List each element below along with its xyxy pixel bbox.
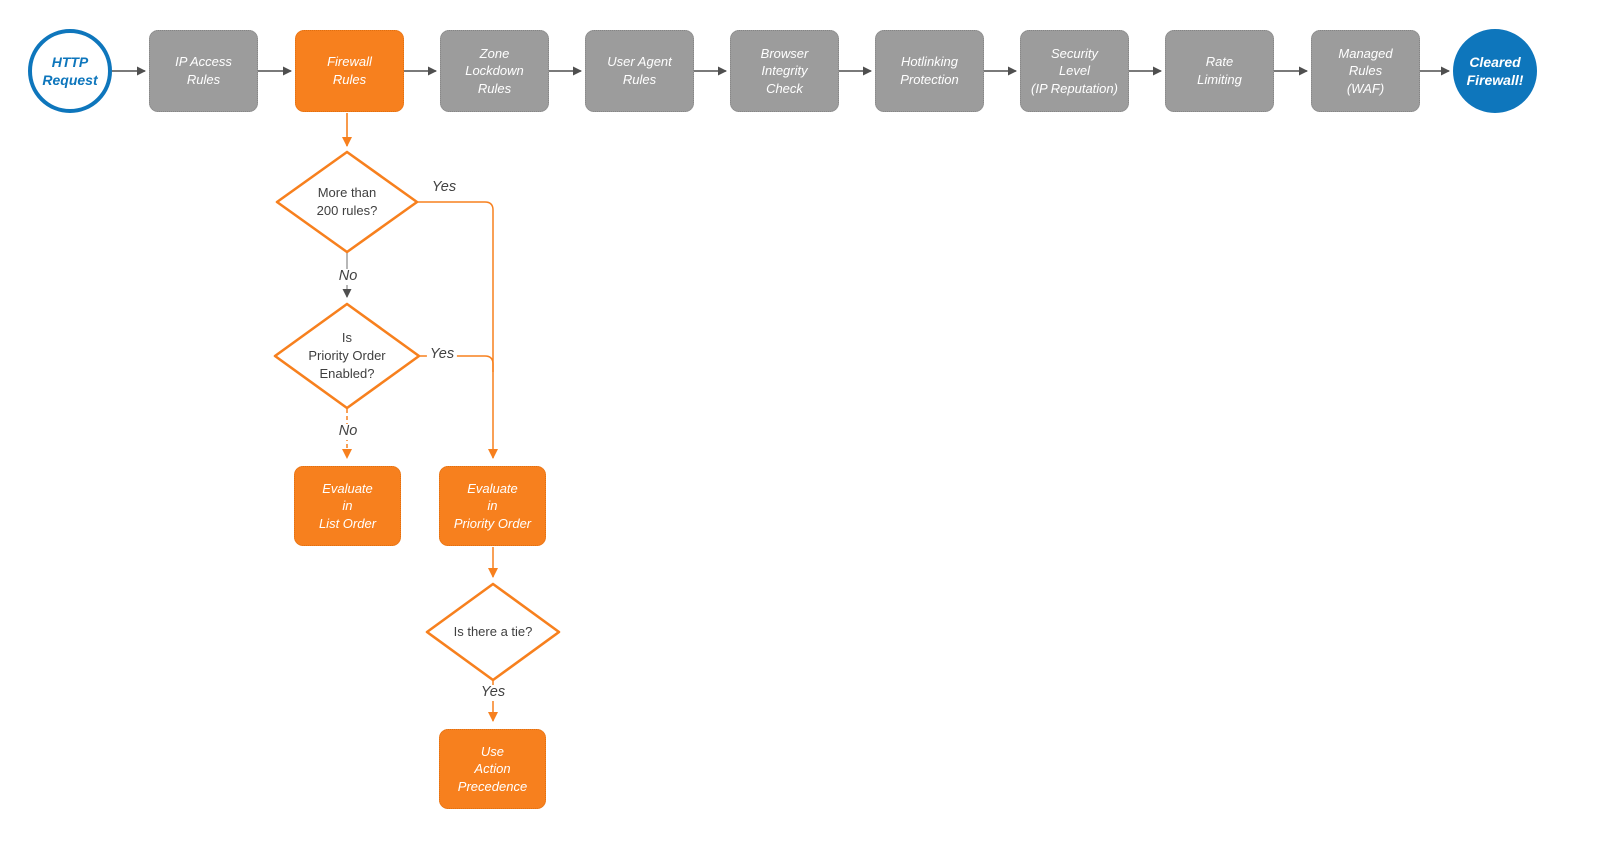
stage-managed-rules-waf: Managed Rules (WAF) (1311, 30, 1420, 112)
action-label: Evaluate in List Order (318, 480, 377, 531)
action-evaluate-list-order: Evaluate in List Order (294, 466, 401, 546)
stage-label: Firewall Rules (327, 54, 372, 87)
stage-label: User Agent Rules (607, 54, 672, 87)
stage-label: Zone Lockdown Rules (465, 45, 524, 96)
action-use-action-precedence: Use Action Precedence (439, 729, 546, 809)
stage-label: IP Access Rules (175, 54, 232, 87)
stage-rate-limiting: Rate Limiting (1165, 30, 1274, 112)
stage-browser-integrity-check: Browser Integrity Check (730, 30, 839, 112)
action-label: Use Action Precedence (457, 743, 528, 794)
decision-tie-shape (425, 582, 561, 682)
stage-label: Managed Rules (WAF) (1338, 45, 1393, 96)
stage-zone-lockdown-rules: Zone Lockdown Rules (440, 30, 549, 112)
decision-more-than-200-label: More than 200 rules? (316, 184, 378, 218)
start-node-label: HTTP Request (42, 53, 98, 88)
stage-label: Hotlinking Protection (900, 54, 959, 87)
start-node-http-request: HTTP Request (28, 29, 112, 113)
decision-more-than-200-shape (275, 150, 419, 254)
stage-user-agent-rules: User Agent Rules (585, 30, 694, 112)
edge-decision-200-yes (418, 201, 498, 459)
decision-priority-enabled-label: Is Priority Order Enabled? (308, 329, 386, 382)
end-node-cleared-firewall: Cleared Firewall! (1453, 29, 1537, 113)
stage-security-level: Security Level (IP Reputation) (1020, 30, 1129, 112)
stage-ip-access-rules: IP Access Rules (149, 30, 258, 112)
stage-label: Rate Limiting (1197, 54, 1242, 87)
action-evaluate-priority-order: Evaluate in Priority Order (439, 466, 546, 546)
stage-firewall-rules: Firewall Rules (295, 30, 404, 112)
edge-label-more-than-200-no: No (335, 268, 361, 285)
action-label: Evaluate in Priority Order (453, 480, 532, 531)
edge-label-more-than-200-yes: Yes (431, 179, 457, 195)
edge-label-priority-enabled-no: No (335, 423, 361, 440)
decision-priority-enabled-shape (273, 302, 421, 410)
edge-label-priority-enabled-yes: Yes (426, 346, 458, 363)
end-node-label: Cleared Firewall! (1466, 53, 1524, 88)
edge-label-tie-yes: Yes (477, 684, 509, 701)
edge-decision-priority-yes (420, 355, 494, 372)
stage-label: Security Level (IP Reputation) (1031, 45, 1118, 96)
decision-tie-label: Is there a tie? (453, 623, 533, 639)
stage-label: Browser Integrity Check (760, 45, 809, 96)
stage-hotlinking-protection: Hotlinking Protection (875, 30, 984, 112)
